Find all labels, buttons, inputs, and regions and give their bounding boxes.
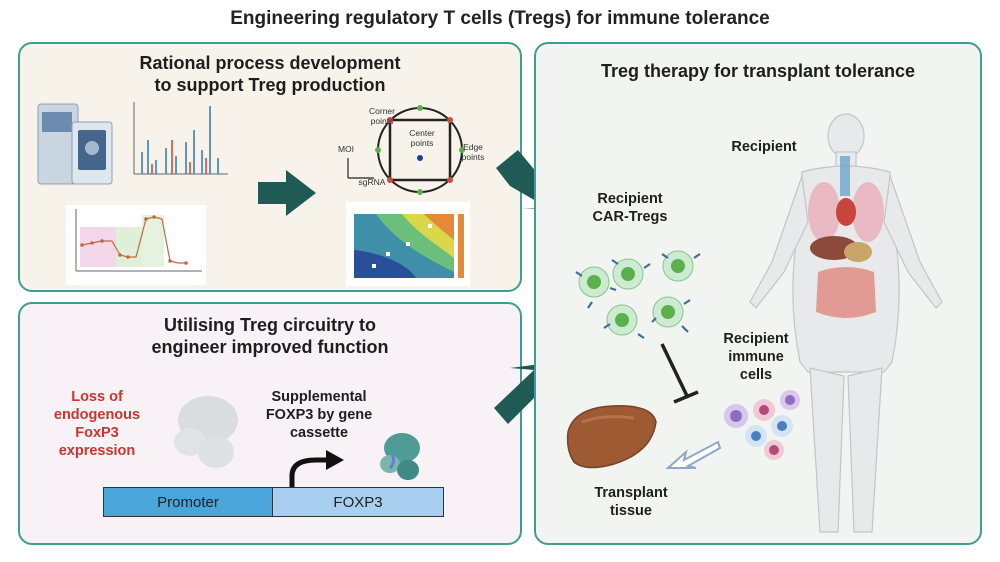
loss-foxp3-text: Loss of endogenous FoxP3 expression: [53, 389, 141, 459]
transplant-liver-icon: [566, 405, 657, 469]
car-tregs-label: Recipient CAR-Tregs: [592, 191, 668, 225]
circuitry-title-line1: Utilising Treg circuitry to: [163, 315, 377, 335]
oxygen-consumption-plot: [66, 205, 206, 285]
immune-cells-label: Recipient immune cells: [723, 331, 789, 383]
mass-spectrum-plot: [133, 102, 228, 175]
doe-edge-label: Edge points: [461, 142, 485, 162]
transplant-tissue-label: Transplant tissue: [594, 485, 668, 519]
immune-cells-icon: [724, 390, 800, 460]
doe-corner-label: Corner points: [369, 106, 395, 126]
circuitry-title-line2: engineer improved function: [151, 337, 389, 357]
expression-arrow-icon: [289, 450, 344, 490]
endogenous-foxp3-protein-icon: [174, 396, 238, 468]
response-surface-plot: [346, 202, 470, 286]
attack-arrow-icon: [665, 440, 722, 469]
foxp3-gene-box: FOXP3: [272, 487, 444, 517]
inhibition-icon: [660, 343, 699, 404]
promoter-label: Promoter: [157, 493, 219, 511]
instrument-icon: [37, 103, 113, 185]
car-treg-cells-icon: [575, 250, 701, 339]
process-arrow-1: [258, 170, 316, 216]
promoter-box: Promoter: [103, 487, 273, 517]
doe-center-label: Center points: [409, 128, 435, 148]
doe-moi-label: MOI: [337, 144, 355, 154]
doe-sgrna-label: sgRNA: [358, 177, 386, 187]
supplemental-foxp3-protein-icon: [380, 433, 420, 480]
process-title-line1: Rational process development: [139, 53, 401, 73]
figure-title: Engineering regulatory T cells (Tregs) f…: [230, 8, 770, 29]
recipient-label: Recipient: [731, 139, 797, 155]
supplemental-foxp3-text: Supplemental FOXP3 by gene cassette: [265, 389, 373, 441]
process-title-line2: to support Treg production: [154, 75, 386, 95]
human-body-icon: [749, 113, 943, 533]
therapy-title: Treg therapy for transplant tolerance: [600, 61, 916, 81]
foxp3-gene-label: FOXP3: [333, 493, 383, 511]
doe-design-diagram: [347, 105, 465, 195]
